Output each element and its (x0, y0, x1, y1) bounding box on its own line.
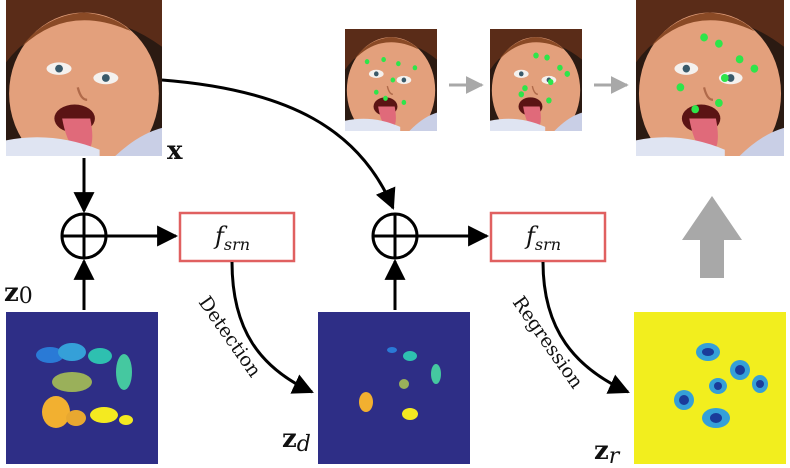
label-x: x (167, 136, 183, 166)
z0-heatmap (6, 312, 158, 464)
label-zd-base: z (282, 424, 297, 454)
module-fsrn-1: fsrn (178, 211, 296, 263)
stage-face-3 (636, 0, 784, 156)
label-zd-sub: d (297, 432, 311, 457)
label-z0-sub: 0 (19, 284, 33, 309)
module-fsrn-2: fsrn (489, 211, 607, 263)
module-fsrn-1-sub: srn (224, 235, 250, 254)
arrow-detection (230, 261, 314, 394)
stage-face-2 (490, 29, 582, 131)
zd-heatmap (318, 312, 470, 464)
label-z0-base: z (4, 278, 19, 308)
label-z0: z0 (4, 278, 33, 309)
stage-face-1 (345, 29, 437, 131)
arrow-regression (541, 261, 630, 394)
label-zr: zr (594, 436, 621, 468)
label-detection: Detection (194, 292, 266, 381)
svg-text:fsrn: fsrn (213, 222, 250, 254)
zr-heatmap (634, 312, 786, 464)
module-fsrn-2-sub: srn (535, 235, 561, 254)
label-zr-base: z (594, 436, 609, 466)
label-zd: zd (282, 424, 311, 457)
circled-plus-icon (371, 212, 419, 260)
circled-plus-icon (60, 212, 108, 260)
up-arrow-icon (682, 196, 742, 278)
input-face-image (6, 0, 162, 156)
label-zr-sub: r (609, 444, 621, 468)
arrow-x-to-add-2 (161, 78, 396, 210)
